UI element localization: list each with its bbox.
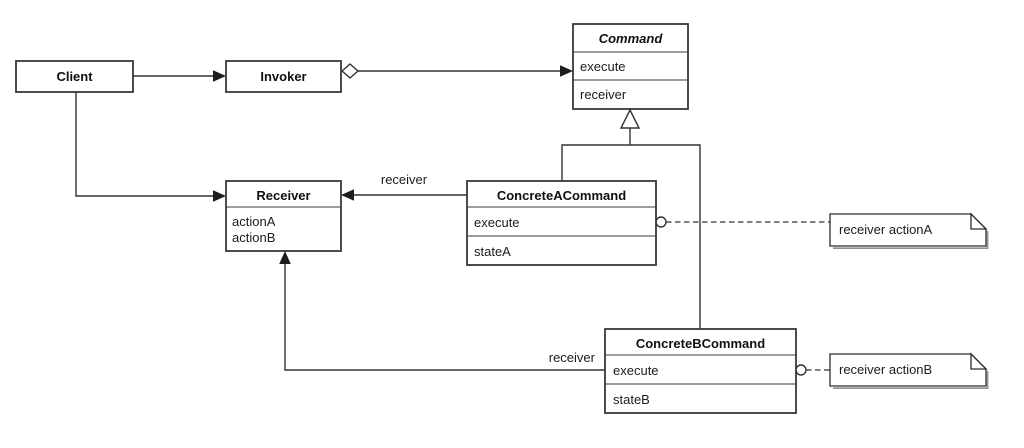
note-a-shadow: [833, 231, 989, 249]
note-b-fold-icon: [970, 352, 988, 370]
note-connector-a: [655, 216, 830, 228]
class-concreteA-title: ConcreteACommand: [497, 188, 626, 203]
class-concreteA: ConcreteACommand execute stateA: [466, 180, 657, 266]
class-concreteB-title: ConcreteBCommand: [636, 336, 765, 351]
class-concreteA-attribute: stateA: [474, 244, 511, 259]
association-concreteB-receiver: receiver: [279, 251, 605, 371]
class-client: Client: [15, 60, 134, 93]
class-client-title: Client: [56, 69, 93, 84]
class-receiver-title: Receiver: [256, 188, 310, 203]
class-invoker-box: [225, 60, 342, 93]
class-command: Command execute receiver: [572, 23, 689, 110]
class-invoker-title: Invoker: [260, 69, 306, 84]
class-concreteB: ConcreteBCommand execute stateB: [604, 328, 797, 414]
association-client-receiver: [75, 92, 226, 202]
note-receiver-actionB: receiver actionB: [829, 352, 989, 390]
class-invoker: Invoker: [225, 60, 342, 93]
class-concreteA-box: [466, 180, 657, 266]
generalization-branches: [561, 144, 701, 329]
class-concreteB-operation: execute: [613, 363, 659, 378]
generalization-to-command: [561, 108, 701, 329]
association-concreteB-receiver-line: [284, 263, 605, 371]
association-client-invoker: [133, 70, 226, 82]
class-client-box: [15, 60, 134, 93]
class-receiver-attribute-0: actionA: [232, 214, 276, 229]
note-connector-b: [795, 364, 830, 376]
note-a-text: receiver actionA: [839, 222, 933, 237]
note-a-body: [829, 213, 987, 247]
arrowhead-into-receiver-bottom: [279, 251, 291, 264]
class-receiver-attribute-1: actionB: [232, 230, 275, 245]
class-concreteB-box: [604, 328, 797, 414]
arrowhead-into-invoker: [213, 70, 226, 82]
edge-label-receiver-b: receiver: [549, 350, 596, 365]
association-client-receiver-line: [75, 92, 214, 197]
class-concreteA-operation: execute: [474, 215, 520, 230]
edge-label-receiver-a: receiver: [381, 172, 428, 187]
class-command-box: [572, 23, 689, 110]
note-a-fold-icon: [970, 212, 988, 230]
aggregation-invoker-command: [340, 63, 573, 79]
class-command-title: Command: [599, 31, 664, 46]
arrowhead-into-receiver-left: [213, 190, 226, 202]
anchor-circle-b-icon: [795, 364, 807, 376]
note-b-body: [829, 353, 987, 387]
class-command-attribute: receiver: [580, 87, 627, 102]
class-command-operation: execute: [580, 59, 626, 74]
anchor-circle-a-icon: [655, 216, 667, 228]
class-receiver: Receiver actionA actionB: [225, 180, 342, 252]
association-concreteA-receiver: receiver: [341, 172, 467, 201]
note-b-text: receiver actionB: [839, 362, 932, 377]
note-b-shadow: [833, 371, 989, 390]
class-receiver-box: [225, 180, 342, 252]
arrowhead-into-command: [560, 65, 573, 77]
class-concreteB-attribute: stateB: [613, 392, 650, 407]
note-receiver-actionA: receiver actionA: [829, 212, 989, 249]
arrowhead-into-receiver-right: [341, 189, 354, 201]
